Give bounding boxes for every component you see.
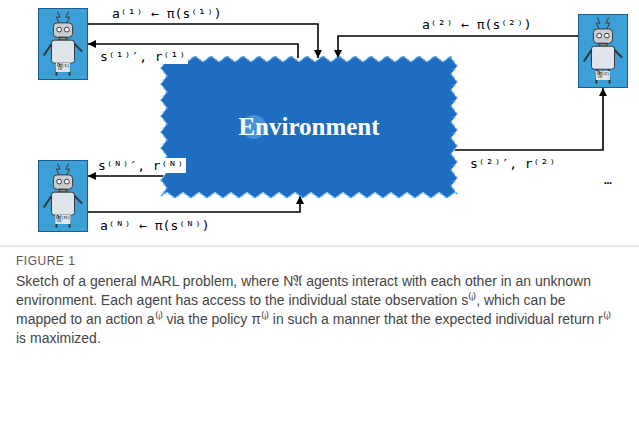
figure-title: FIGURE 1 [16, 254, 75, 268]
edge-label: s⁽ᴺ⁾′, r⁽ᴺ⁾ [96, 158, 186, 173]
agent-box: 𝔄⁽ᴺ⁾ [38, 160, 88, 232]
separator-rule [0, 246, 639, 247]
agent-box: 𝔄⁽²⁾ [578, 14, 628, 88]
agent-label: 𝔄⁽ᴺ⁾ [55, 215, 70, 224]
robot-figure [584, 17, 622, 83]
agent-box: 𝔄⁽¹⁾ [38, 8, 88, 80]
edge-label: a⁽ᴺ⁾ ← π(s⁽ᴺ⁾) [98, 218, 212, 233]
environment-outline [161, 56, 457, 198]
edge-label: s⁽²⁾′, r⁽²⁾ [468, 156, 558, 171]
robot-figure [44, 11, 82, 75]
edge-label: a⁽¹⁾ ← π(s⁽¹⁾) [110, 6, 224, 21]
agent-label: 𝔄⁽²⁾ [596, 71, 610, 80]
edge-label: s⁽¹⁾′, r⁽¹⁾ [98, 49, 188, 64]
connector-arrow [88, 175, 163, 177]
edge-label: a⁽²⁾ ← π(s⁽²⁾) [420, 17, 534, 32]
robot-figure [44, 163, 82, 227]
connector-arrow [88, 196, 300, 212]
connector-arrow [455, 88, 603, 150]
agent-label: 𝔄⁽¹⁾ [56, 63, 70, 72]
connector-arrow [338, 36, 578, 58]
environment-box: Environment [163, 58, 455, 196]
figure-caption: Sketch of a general MARL problem, where … [16, 272, 616, 348]
ellipsis-mark: … [604, 172, 612, 187]
environment-label: Environment [163, 113, 455, 141]
